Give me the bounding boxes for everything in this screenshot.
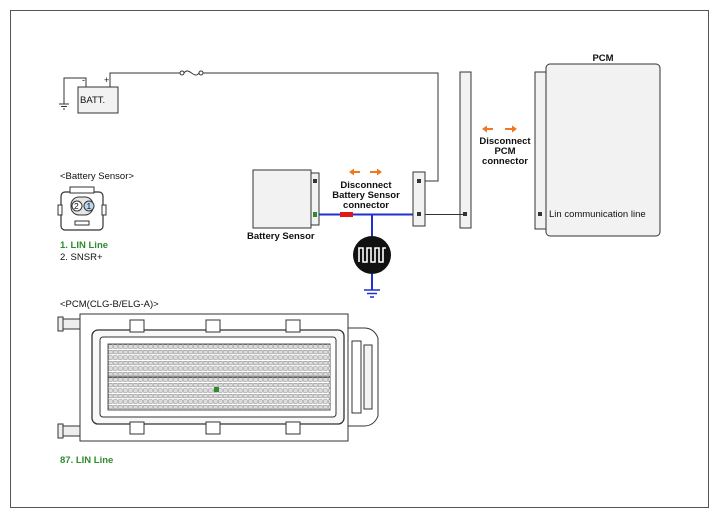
- disconnect-pcm-line2: PCM: [494, 146, 516, 157]
- pcm-harness-connector: [412, 71, 472, 229]
- battery-sensor-body: [252, 169, 320, 229]
- battery-plus-sign: +: [104, 75, 110, 85]
- ground-icon: [59, 77, 87, 110]
- battery-label: BATT.: [80, 95, 106, 106]
- oscilloscope-icon: [353, 236, 391, 274]
- disconnect-sensor-arrows: [349, 168, 382, 176]
- fuse-icon: [179, 70, 204, 76]
- battery-feed-wire: [109, 72, 180, 82]
- battery-sensor-pin-1: 1. LIN Line: [60, 240, 109, 251]
- pcm-connector-body: [57, 313, 379, 442]
- sensor-connector-plug: [340, 212, 353, 217]
- pcm-connector-pin: 87. LIN Line: [60, 455, 114, 466]
- disconnect-sensor-line3: connector: [343, 200, 389, 211]
- battery: [77, 82, 119, 114]
- disconnect-sensor-line1: Disconnect: [340, 180, 392, 191]
- battery-sensor-pin-2-number: 2: [74, 201, 79, 211]
- disconnect-sensor-line2: Battery Sensor: [332, 190, 400, 201]
- disconnect-pcm-line3: connector: [482, 156, 528, 167]
- pcm-connector-title: <PCM(CLG-B/ELG-A)>: [60, 299, 159, 310]
- pcm-lin-label: Lin communication line: [549, 209, 646, 220]
- battery-sensor-connector-face: [57, 186, 107, 231]
- ground-icon: [364, 289, 380, 298]
- battery-minus-sign: -: [82, 75, 85, 85]
- pcm-module: [534, 63, 661, 237]
- battery-sensor-pin-2: 2. SNSR+: [60, 252, 103, 263]
- battery-sensor-label: Battery Sensor: [247, 231, 315, 242]
- pcm-title: PCM: [592, 53, 614, 64]
- disconnect-pcm-line1: Disconnect: [479, 136, 531, 147]
- feed-wire-to-pcm: [203, 72, 439, 182]
- diagram-frame: [10, 10, 709, 508]
- battery-sensor-connector-title: <Battery Sensor>: [60, 171, 134, 182]
- battery-sensor-pin-1-number: 1: [86, 201, 92, 211]
- disconnect-pcm-arrows: [482, 125, 517, 133]
